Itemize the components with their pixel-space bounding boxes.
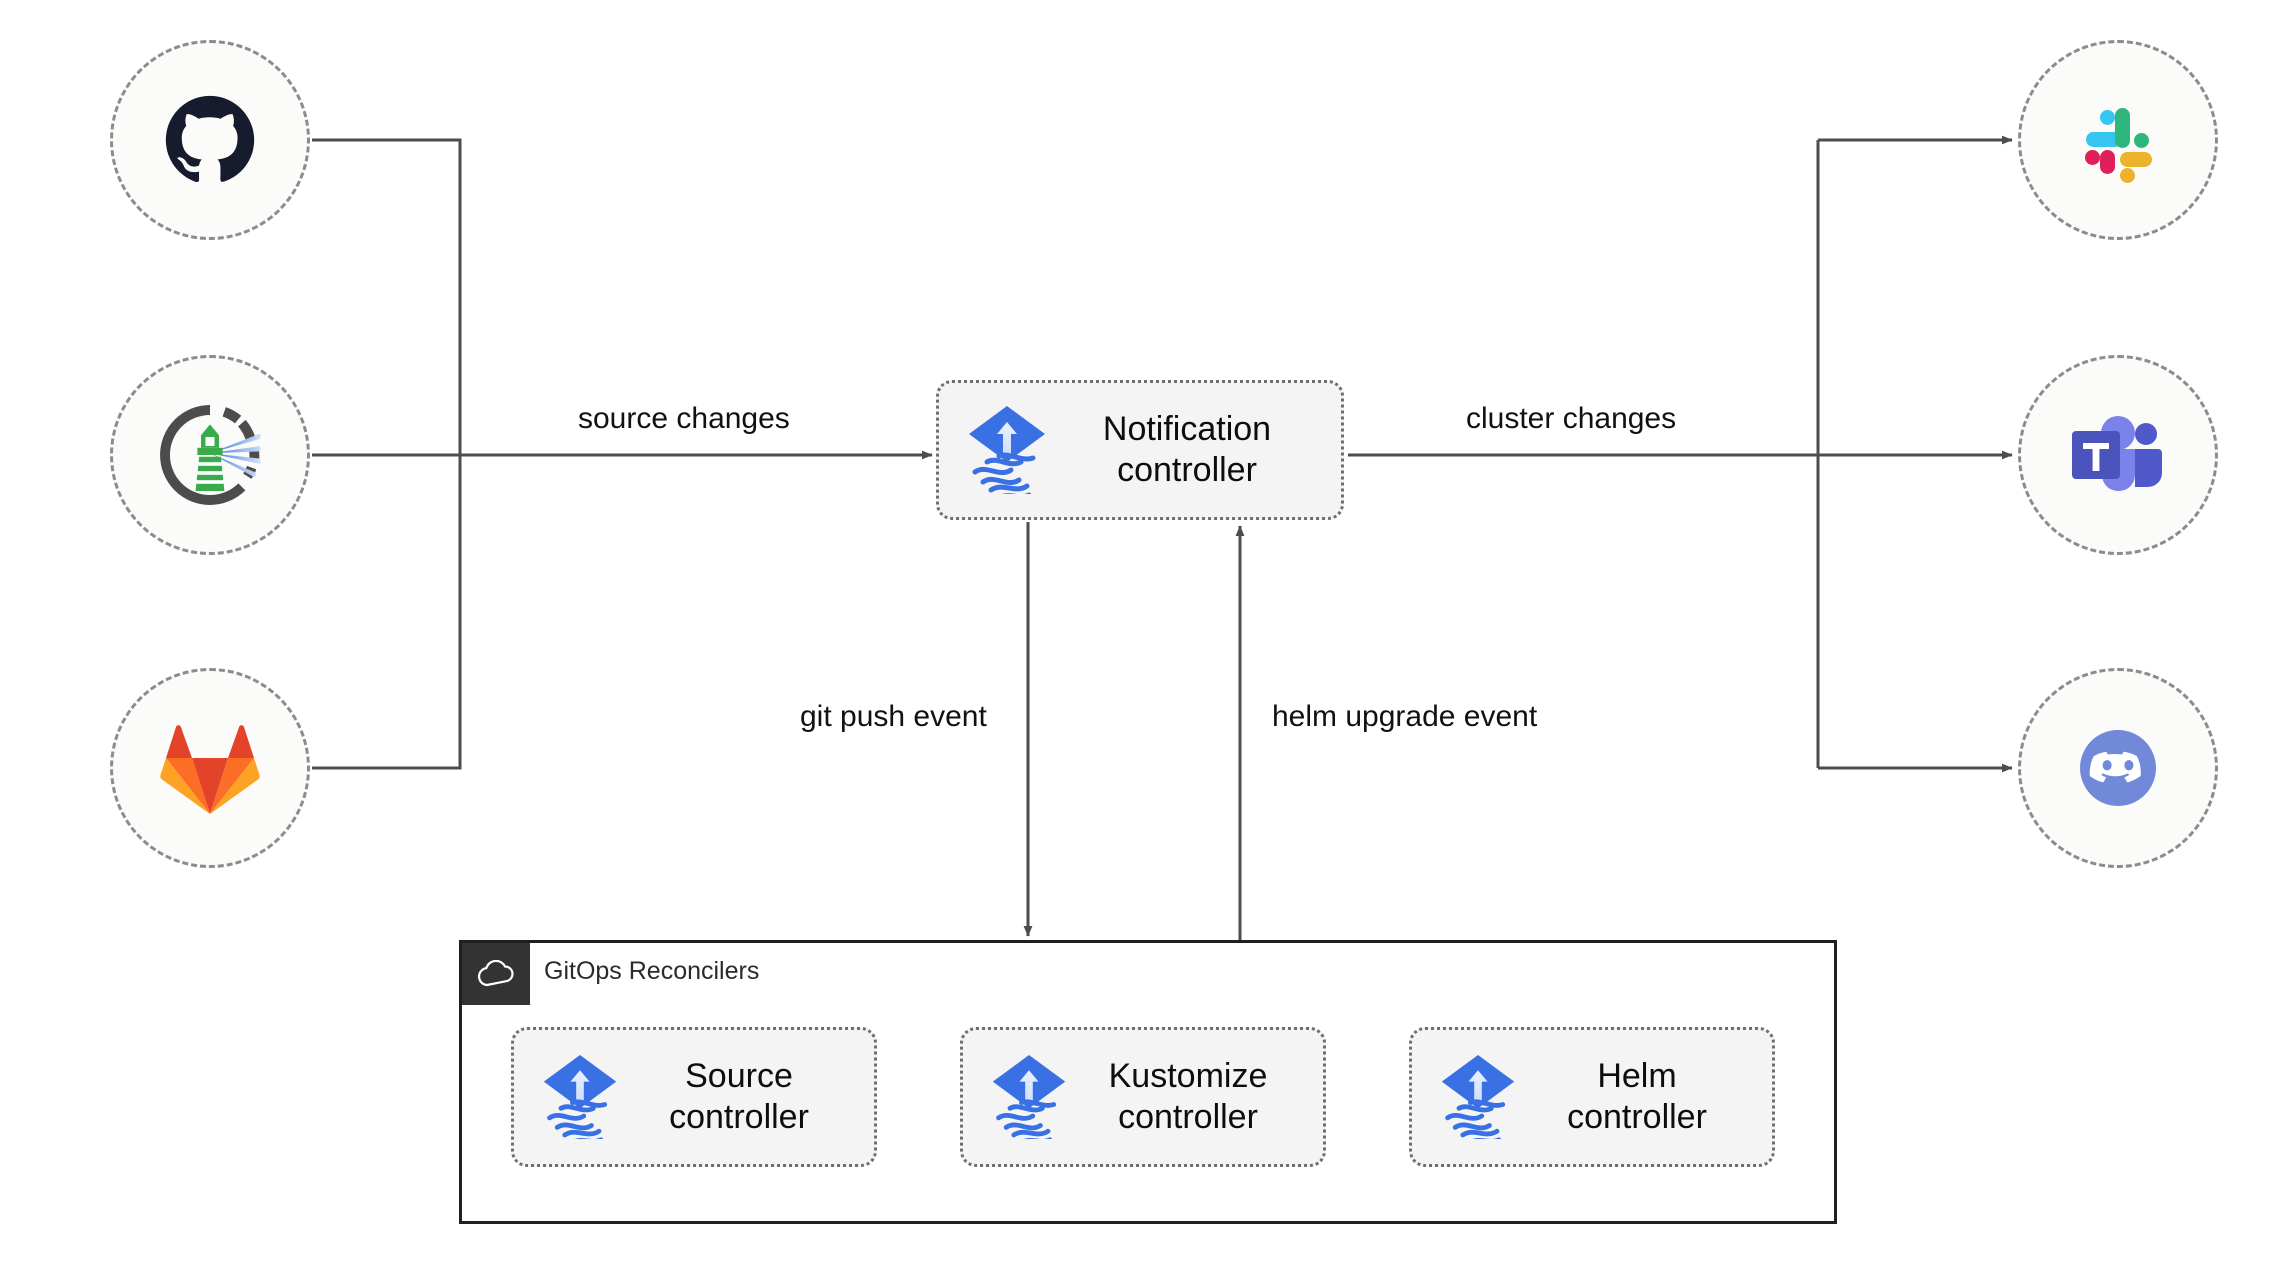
edge-label-cluster-changes: cluster changes	[1466, 402, 1677, 435]
edge-label-helm-upgrade-event: helm upgrade event	[1272, 700, 1538, 733]
microsoft-teams-icon	[2072, 416, 2162, 491]
destination-node-slack[interactable]	[2018, 40, 2218, 240]
source-collector-wires	[312, 138, 933, 770]
helm-controller-box[interactable]: Helm controller	[1409, 1027, 1775, 1167]
edge-label-source-changes: source changes	[578, 402, 790, 435]
destination-fanout-wires	[1348, 135, 2013, 773]
kustomize-controller-box[interactable]: Kustomize controller	[960, 1027, 1326, 1167]
event-wires	[1023, 522, 1245, 944]
destination-node-discord[interactable]	[2018, 668, 2218, 868]
cloud-icon	[478, 960, 514, 987]
source-node-github[interactable]	[110, 40, 310, 240]
gitops-title: GitOps Reconcilers	[544, 957, 760, 985]
source-controller-label: Source controller	[669, 1056, 809, 1136]
notification-controller-box[interactable]: Notification controller	[936, 380, 1344, 520]
destination-node-microsoft-teams[interactable]	[2018, 355, 2218, 555]
gitops-badge	[462, 943, 530, 1005]
github-icon	[165, 95, 255, 183]
notification-controller-label: Notification controller	[1102, 409, 1272, 489]
edge-label-git-push-event: git push event	[800, 700, 987, 733]
flux-lighthouse-icon	[160, 405, 261, 505]
kustomize-controller-label: Kustomize controller	[1108, 1056, 1268, 1136]
gitlab-icon	[160, 725, 260, 814]
flux-logo-icon	[965, 402, 1049, 500]
discord-icon	[2080, 730, 2156, 806]
source-node-gitlab[interactable]	[110, 668, 310, 868]
wire-github-gitlab-collector	[312, 138, 462, 770]
flux-logo-icon	[1438, 1051, 1518, 1145]
source-node-flux-lighthouse[interactable]	[110, 355, 310, 555]
flux-logo-icon	[540, 1051, 620, 1145]
flux-logo-icon	[989, 1051, 1069, 1145]
helm-controller-label: Helm controller	[1567, 1056, 1707, 1136]
slack-icon	[2085, 108, 2152, 183]
source-controller-box[interactable]: Source controller	[511, 1027, 877, 1167]
